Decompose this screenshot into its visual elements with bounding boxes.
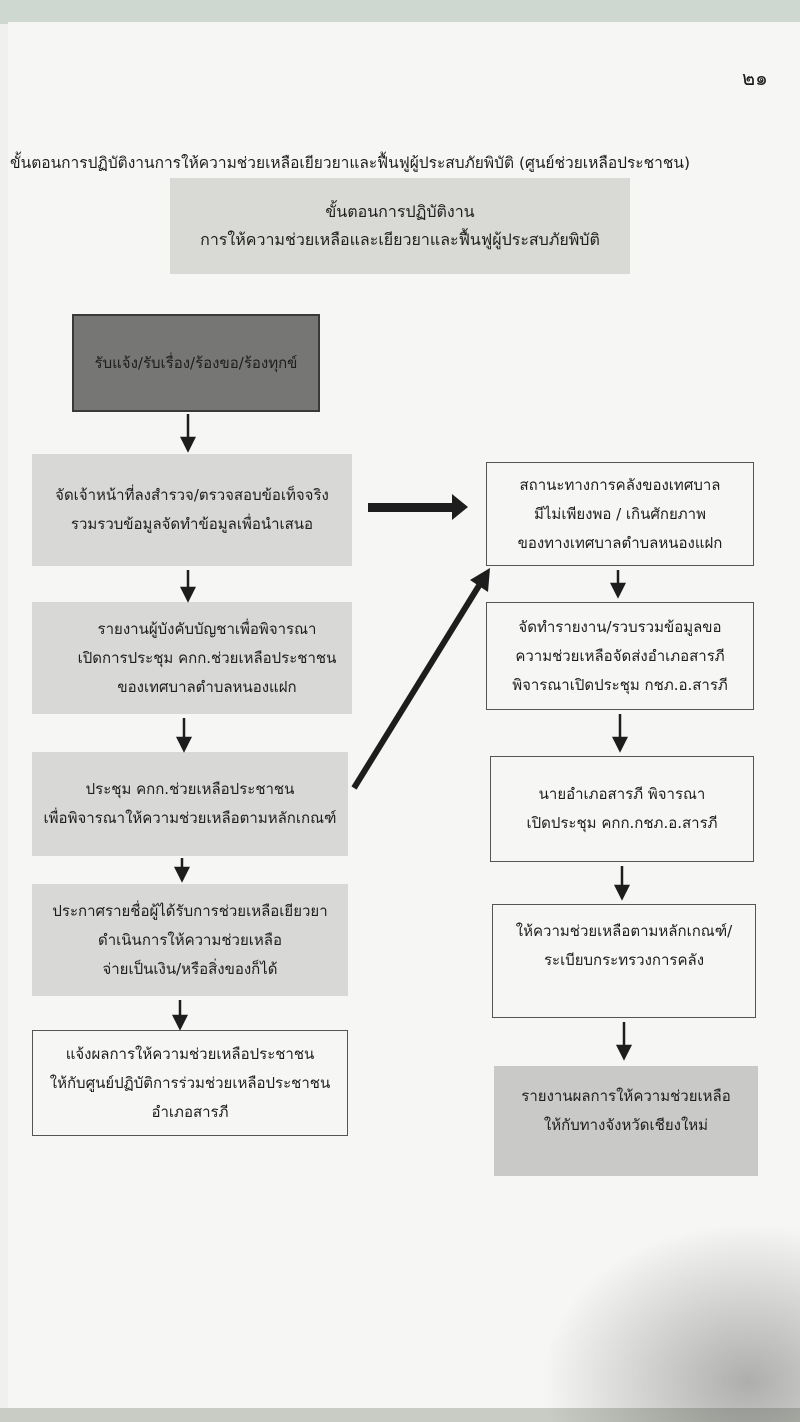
step-line: มีไม่เพียงพอ / เกินศักยภาพ — [534, 504, 706, 523]
step-line: ดำเนินการให้ความช่วยเหลือ — [98, 930, 282, 949]
step-line: รวมรวบข้อมูลจัดทำข้อมูลเพื่อนำเสนอ — [70, 515, 314, 533]
step-line: อำเภอสารภี — [151, 1102, 229, 1121]
step-report-province: รายงานผลการให้ความช่วยเหลือ ให้กับทางจัง… — [494, 1066, 758, 1176]
background-strip — [0, 0, 800, 24]
page-number: ๒๑ — [742, 66, 768, 90]
step-line: เปิดประชุม คกก.กชภ.อ.สารภี — [526, 814, 718, 832]
step-line: สถานะทางการคลังของเทศบาล — [519, 475, 721, 494]
arrowhead — [173, 866, 191, 883]
step-line: จัดเจ้าหน้าที่ลงสำรวจ/ตรวจสอบข้อเท็จจริง — [55, 486, 329, 504]
step-line: รายงานผลการให้ความช่วยเหลือ — [521, 1087, 731, 1105]
arrowhead — [179, 586, 197, 603]
step-line: แจ้งผลการให้ความช่วยเหลือประชาชน — [65, 1044, 315, 1063]
step-line: เปิดการประชุม คกก.ช่วยเหลือประชาชน — [77, 648, 337, 667]
header-line-2: การให้ความช่วยเหลือและเยียวยาและฟื้นฟูผู… — [200, 230, 600, 249]
arrowhead — [175, 736, 193, 753]
arrowhead — [611, 736, 629, 753]
step-district-chief: นายอำเภอสารภี พิจารณา เปิดประชุม คกก.กชภ… — [490, 756, 754, 862]
flowchart-header: ขั้นตอนการปฏิบัติงาน การให้ความช่วยเหลือ… — [170, 178, 630, 274]
step-line: นายอำเภอสารภี พิจารณา — [538, 785, 706, 803]
step-line: ของเทศบาลตำบลหนองแฝก — [117, 677, 297, 696]
step-receive-report: รับแจ้ง/รับเรื่อง/ร้องขอ/ร้องทุกข์ — [72, 314, 320, 412]
step-line: จัดทำรายงาน/รวบรวมข้อมูลขอ — [518, 617, 722, 636]
shadow — [540, 1222, 800, 1422]
arrowhead — [613, 884, 631, 901]
arrowhead — [609, 582, 627, 599]
step-line: ประกาศรายชื่อผู้ได้รับการช่วยเหลือเยียวย… — [52, 901, 328, 920]
step-provide-assistance: ให้ความช่วยเหลือตามหลักเกณฑ์/ ระเบียบกระ… — [492, 904, 756, 1018]
arrowhead — [171, 1014, 189, 1031]
step-line: รับแจ้ง/รับเรื่อง/ร้องขอ/ร้องทุกข์ — [94, 353, 298, 372]
step-committee-meeting: ประชุม คกก.ช่วยเหลือประชาชน เพื่อพิจารณา… — [32, 752, 348, 856]
step-line: พิจารณาเปิดประชุม กชภ.อ.สารภี — [512, 675, 728, 694]
step-line: รายงานผู้บังคับบัญชาเพื่อพิจารณา — [97, 619, 317, 638]
step-survey: จัดเจ้าหน้าที่ลงสำรวจ/ตรวจสอบข้อเท็จจริง… — [32, 454, 352, 566]
step-line: ประชุม คกก.ช่วยเหลือประชาชน — [85, 780, 295, 798]
document-title: ขั้นตอนการปฏิบัติงานการให้ความช่วยเหลือเ… — [10, 154, 691, 172]
step-line: จ่ายเป็นเงิน/หรือสิ่งของก็ได้ — [102, 959, 278, 978]
arrowhead — [615, 1044, 633, 1061]
arrow-right-bold — [368, 494, 468, 520]
step-line: ให้ความช่วยเหลือตามหลักเกณฑ์/ — [515, 922, 733, 940]
header-line-1: ขั้นตอนการปฏิบัติงาน — [325, 202, 475, 221]
step-line: เพื่อพิจารณาให้ความช่วยเหลือตามหลักเกณฑ์ — [43, 809, 337, 827]
step-announce: ประกาศรายชื่อผู้ได้รับการช่วยเหลือเยียวย… — [32, 884, 348, 996]
background-strip-bottom — [0, 1408, 800, 1422]
step-notify-result: แจ้งผลการให้ความช่วยเหลือประชาชน ให้กับศ… — [32, 1030, 348, 1136]
step-report-superior: รายงานผู้บังคับบัญชาเพื่อพิจารณา เปิดการ… — [32, 602, 352, 714]
step-compile-report: จัดทำรายงาน/รวบรวมข้อมูลขอ ความช่วยเหลือ… — [486, 602, 754, 710]
step-line: ให้กับทางจังหวัดเชียงใหม่ — [543, 1116, 709, 1134]
step-fiscal-status: สถานะทางการคลังของเทศบาล มีไม่เพียงพอ / … — [486, 462, 754, 566]
arrow-diagonal — [351, 568, 490, 790]
step-line: ความช่วยเหลือจัดส่งอำเภอสารภี — [515, 646, 725, 665]
step-line: ของทางเทศบาลตำบลหนองแฝก — [517, 533, 723, 552]
step-line: ให้กับศูนย์ปฏิบัติการร่วมช่วยเหลือประชาช… — [49, 1073, 331, 1092]
arrowhead — [179, 436, 197, 453]
step-line: ระเบียบกระทรวงการคลัง — [543, 951, 705, 969]
